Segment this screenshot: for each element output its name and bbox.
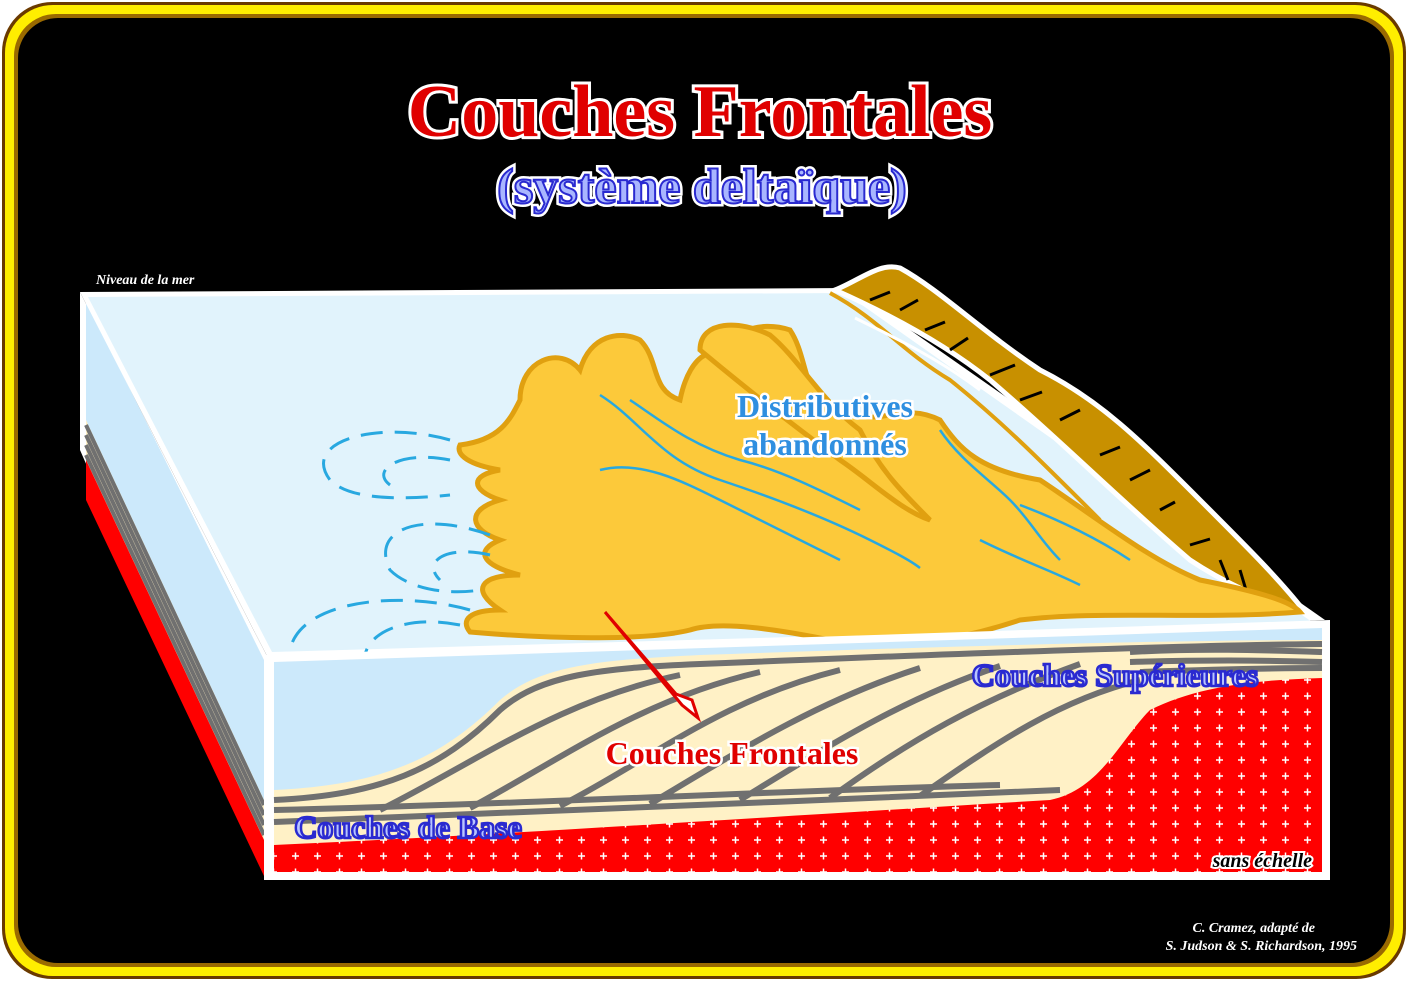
credit-line-2: S. Judson & S. Richardson, 1995 xyxy=(1166,939,1357,954)
subtitle-halo: (système deltaïque) xyxy=(497,158,907,214)
coastal-cliff xyxy=(828,264,1312,617)
sea-level-label: Niveau de la mer xyxy=(95,273,195,288)
block-front-face xyxy=(264,620,1330,880)
distributaries-label-1: Distributives xyxy=(737,388,913,424)
frontal-layers-label: Couches Frontales xyxy=(606,735,859,771)
pointer-arrow xyxy=(603,611,702,723)
wave-arcs xyxy=(288,430,491,656)
delta-lobes xyxy=(456,291,1306,647)
base-layers-label: Couches de Base xyxy=(294,809,522,845)
scale-label: sans échelle xyxy=(1212,850,1313,872)
credit-line-1: C. Cramez, adapté de xyxy=(1193,921,1316,936)
distributaries-label-2: abandonnés xyxy=(743,426,907,462)
subtitle: (système deltaïque) xyxy=(497,158,907,214)
upper-layers-label: Couches Supérieures xyxy=(972,657,1259,693)
distributary-channels xyxy=(599,393,1131,587)
title: Couches Frontales xyxy=(408,71,992,153)
block-left-face xyxy=(80,292,268,880)
